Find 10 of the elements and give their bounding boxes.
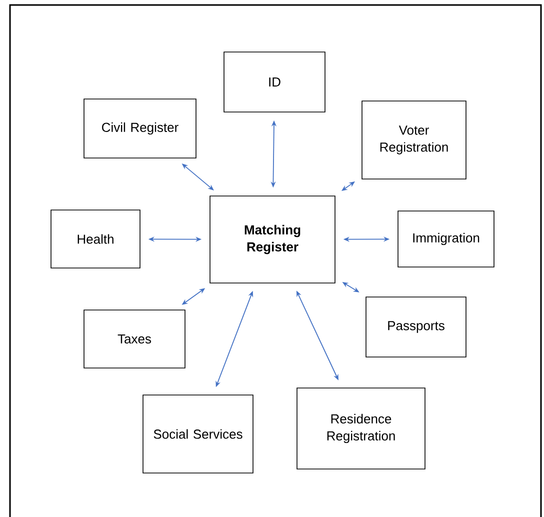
register-box: Voter Registration bbox=[362, 100, 466, 180]
register-box: Residence Registration bbox=[296, 388, 426, 470]
register-box: Health bbox=[50, 210, 140, 268]
register-box: Civil Register bbox=[84, 98, 196, 158]
register-box: Taxes bbox=[84, 310, 186, 368]
register-box: Passports bbox=[366, 296, 466, 358]
register-box: Immigration bbox=[398, 210, 494, 268]
register-box: Social Services bbox=[142, 394, 254, 474]
main-register-box: Matching Register bbox=[210, 196, 336, 284]
register-box: ID bbox=[224, 52, 326, 112]
